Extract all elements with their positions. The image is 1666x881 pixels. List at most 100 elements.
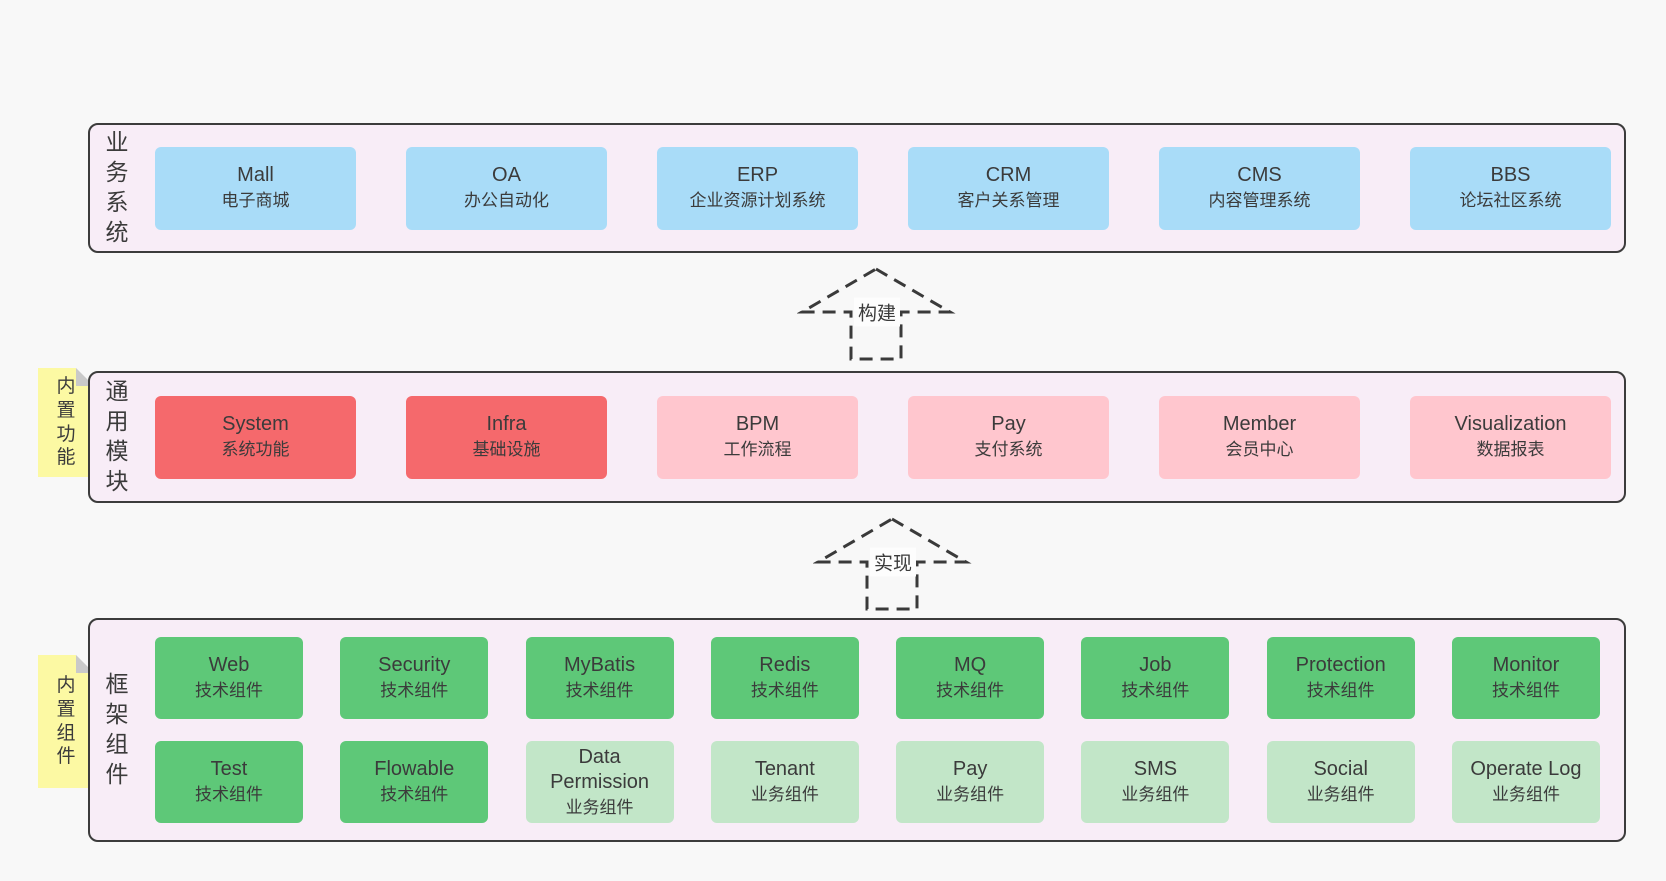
box-name: MQ <box>954 654 987 677</box>
box-mall: Mall 电子商城 <box>155 146 356 230</box>
box-name: ERP <box>736 164 779 187</box>
sticky-note-built-in-features: 内置功能 <box>38 368 94 477</box>
arrow-label-build: 构建 <box>853 297 901 327</box>
box-desc: 基础设施 <box>472 440 541 460</box>
box-name: Security <box>378 654 451 677</box>
business-systems-row: Mall 电子商城 OA 办公自动化 ERP 企业资源计划系统 CRM 客户关系… <box>155 125 1611 251</box>
box-desc: 业务组件 <box>1491 785 1560 805</box>
box-member: Member 会员中心 <box>1159 395 1360 479</box>
box-name: SMS <box>1133 758 1178 781</box>
box-web: Web 技术组件 <box>155 637 303 719</box>
box-name: Test <box>210 758 248 781</box>
box-flowable: Flowable 技术组件 <box>340 741 489 823</box>
box-crm: CRM 客户关系管理 <box>908 146 1109 230</box>
box-desc: 论坛社区系统 <box>1459 191 1562 211</box>
box-name: MyBatis <box>564 654 636 677</box>
box-desc: 技术组件 <box>936 681 1005 701</box>
box-mq: MQ 技术组件 <box>896 637 1045 719</box>
box-name: Infra <box>486 413 527 436</box>
sticky-note-label: 内置组件 <box>56 675 76 768</box>
box-mybatis: MyBatis 技术组件 <box>525 637 674 719</box>
box-desc: 电子商城 <box>221 191 290 211</box>
band-business-systems: 业务系统 Mall 电子商城 OA 办公自动化 ERP 企业资源计划系统 CRM… <box>88 123 1626 253</box>
box-security: Security 技术组件 <box>340 637 489 719</box>
box-name: Monitor <box>1492 654 1560 677</box>
box-cms: CMS 内容管理系统 <box>1159 146 1360 230</box>
box-desc: 数据报表 <box>1476 440 1545 460</box>
box-name: Mall <box>237 164 274 187</box>
box-name: Protection <box>1295 654 1386 677</box>
band-label-common-modules: 通用模块 <box>105 378 129 494</box>
box-erp: ERP 企业资源计划系统 <box>657 146 858 230</box>
box-operate-log: Operate Log 业务组件 <box>1451 741 1600 823</box>
box-desc: 办公自动化 <box>464 191 549 211</box>
band-label-framework-components: 框架组件 <box>105 671 129 787</box>
box-desc: 技术组件 <box>750 681 819 701</box>
box-system: System 系统功能 <box>155 395 356 479</box>
box-name: Flowable <box>374 758 455 781</box>
box-oa: OA 办公自动化 <box>406 146 607 230</box>
common-modules-row: System 系统功能 Infra 基础设施 BPM 工作流程 Pay 支付系统… <box>155 373 1611 501</box>
box-desc: 工作流程 <box>723 440 792 460</box>
box-desc: 业务组件 <box>750 785 819 805</box>
box-name: Visualization <box>1454 413 1567 436</box>
box-desc: 支付系统 <box>974 440 1043 460</box>
box-bbs: BBS 论坛社区系统 <box>1410 146 1611 230</box>
box-name: Web <box>208 654 250 677</box>
components-row-1: Web 技术组件 Security 技术组件 MyBatis 技术组件 Redi… <box>155 637 1600 719</box>
box-name: Pay <box>991 413 1026 436</box>
box-name: Operate Log <box>1470 758 1582 781</box>
arrow-implement: 实现 <box>813 516 973 612</box>
box-name: Tenant <box>754 758 815 781</box>
box-desc: 技术组件 <box>380 785 449 805</box>
box-desc: 技术组件 <box>195 785 263 805</box>
sticky-note-label: 内置功能 <box>56 376 76 469</box>
box-name: System <box>222 413 289 436</box>
box-desc: 技术组件 <box>380 681 449 701</box>
box-desc: 技术组件 <box>565 681 634 701</box>
box-name: BPM <box>735 413 780 436</box>
box-desc: 业务组件 <box>936 785 1005 805</box>
box-data-permission: Data Permission 业务组件 <box>525 741 674 823</box>
box-desc: 业务组件 <box>1306 785 1375 805</box>
box-name: CMS <box>1237 164 1282 187</box>
band-common-modules: 通用模块 System 系统功能 Infra 基础设施 BPM 工作流程 Pay… <box>88 371 1626 503</box>
box-desc: 会员中心 <box>1225 440 1294 460</box>
box-desc: 技术组件 <box>195 681 263 701</box>
box-name: OA <box>492 164 521 187</box>
band-label-business-systems: 业务系统 <box>105 129 129 245</box>
box-desc: 内容管理系统 <box>1208 191 1311 211</box>
box-job: Job 技术组件 <box>1081 637 1230 719</box>
box-redis: Redis 技术组件 <box>710 637 859 719</box>
box-pay-module: Pay 支付系统 <box>908 395 1109 479</box>
box-sms: SMS 业务组件 <box>1081 741 1230 823</box>
box-name: Job <box>1139 654 1172 677</box>
box-desc: 系统功能 <box>221 440 290 460</box>
framework-components-grid: Web 技术组件 Security 技术组件 MyBatis 技术组件 Redi… <box>155 620 1600 840</box>
box-name: BBS <box>1490 164 1531 187</box>
box-test: Test 技术组件 <box>155 741 303 823</box>
arrow-build: 构建 <box>797 266 957 362</box>
box-desc: 业务组件 <box>565 797 634 817</box>
box-name: CRM <box>985 164 1032 187</box>
box-desc: 技术组件 <box>1121 681 1190 701</box>
box-name: Social <box>1313 758 1368 781</box>
box-desc: 企业资源计划系统 <box>689 191 826 211</box>
box-desc: 技术组件 <box>1306 681 1375 701</box>
box-monitor: Monitor 技术组件 <box>1451 637 1600 719</box>
box-tenant: Tenant 业务组件 <box>710 741 859 823</box>
band-framework-components: 框架组件 Web 技术组件 Security 技术组件 MyBatis 技术组件… <box>88 618 1626 842</box>
box-visualization: Visualization 数据报表 <box>1410 395 1611 479</box>
box-name: Data Permission <box>550 745 650 793</box>
box-protection: Protection 技术组件 <box>1266 637 1415 719</box>
box-pay-component: Pay 业务组件 <box>896 741 1045 823</box>
box-social: Social 业务组件 <box>1266 741 1415 823</box>
box-bpm: BPM 工作流程 <box>657 395 858 479</box>
box-name: Member <box>1222 413 1297 436</box>
box-desc: 业务组件 <box>1121 785 1190 805</box>
box-desc: 技术组件 <box>1491 681 1560 701</box>
components-row-2: Test 技术组件 Flowable 技术组件 Data Permission … <box>155 741 1600 823</box>
sticky-note-built-in-components: 内置组件 <box>38 655 94 788</box>
box-infra: Infra 基础设施 <box>406 395 607 479</box>
